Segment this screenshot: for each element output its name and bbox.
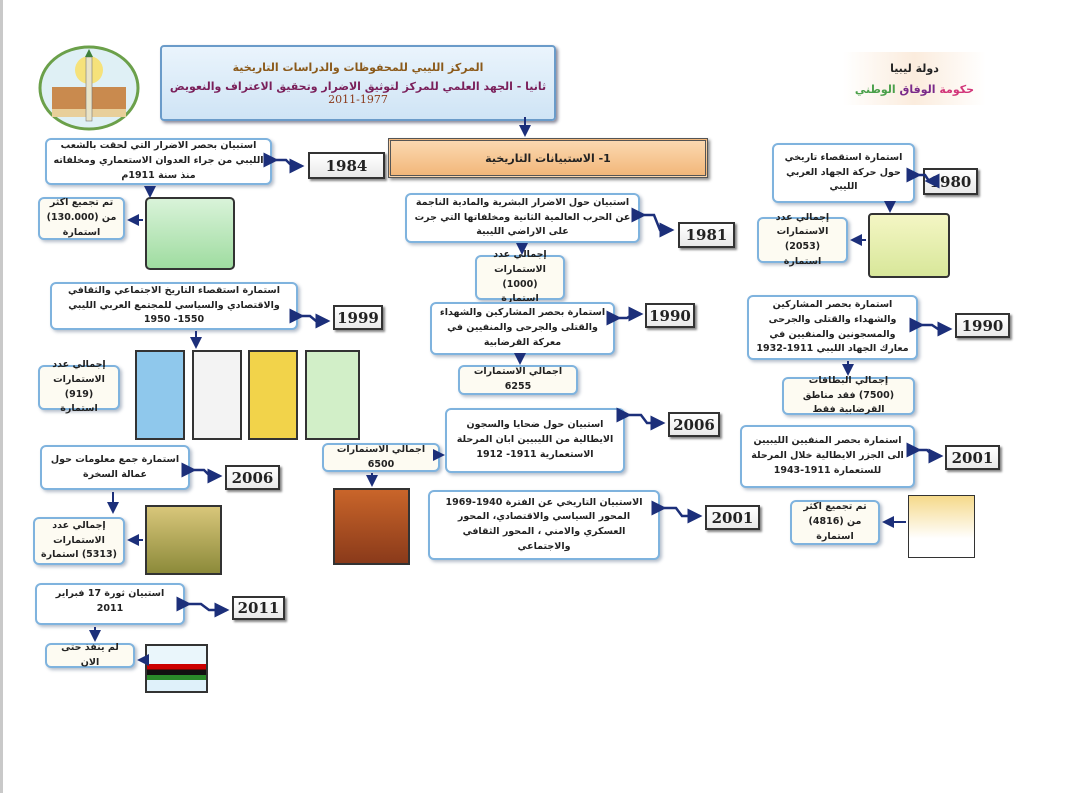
center-logo bbox=[38, 45, 140, 131]
link-2006-left bbox=[181, 462, 223, 484]
year-2011: 2011 bbox=[232, 596, 285, 620]
count-1999: إجمالي عدد الاستمارات (919) استمارة bbox=[38, 359, 120, 414]
section-title: 1- الاستبيانات التاريخية bbox=[388, 138, 708, 178]
year-1984: 1984 bbox=[308, 152, 385, 179]
form-image-exiles bbox=[908, 495, 975, 558]
gov-word-3: الوطني bbox=[854, 82, 896, 96]
year-1990-middle: 1990 bbox=[645, 303, 695, 328]
survey-1981: استبيان حول الاضرار البشرية والمادية الن… bbox=[405, 193, 640, 243]
status-2011: لم ينفذ حتى الان bbox=[45, 642, 135, 668]
title-line-2: ثانيا - الجهد العلمي للمركز لتوثيق الاضر… bbox=[162, 80, 554, 106]
form-image-green bbox=[305, 350, 360, 440]
count-1981: إجمالي عدد الاستمارات (1000) استمارة bbox=[475, 249, 565, 304]
survey-1990-middle: استمارة بحصر المشاركين والشهداء والقتلى … bbox=[430, 302, 615, 355]
count-2006-middle: اجمالي الاستمارات 6500 bbox=[322, 443, 440, 472]
count-1990-right: إجمالي البطاقات (7500) فقد مناطق القرضاب… bbox=[782, 375, 915, 415]
survey-1980: استمارة استقصاء تاريخي حول حركة الجهاد ا… bbox=[772, 143, 915, 203]
gov-word-1: حكومة bbox=[939, 82, 975, 96]
gov-word-2: الوفاق bbox=[899, 82, 936, 96]
link-2001-middle bbox=[651, 500, 703, 524]
cover-image-flag bbox=[145, 644, 208, 693]
form-image-1980 bbox=[868, 213, 950, 278]
link-1984 bbox=[263, 152, 305, 174]
cover-image-forced-labor bbox=[145, 505, 222, 575]
gov-line-2: حكومة الوفاق الوطني bbox=[843, 83, 986, 96]
survey-1990-right: استمارة بحصر المشاركين والشهداء والقتلى … bbox=[747, 295, 918, 360]
year-1980: 1980 bbox=[923, 168, 978, 195]
survey-2006-middle: استبيان حول ضحايا والسجون الايطالية من ا… bbox=[445, 408, 625, 473]
link-2006-middle bbox=[616, 407, 666, 431]
year-1999: 1999 bbox=[333, 305, 383, 330]
survey-2001-middle: الاستبيان التاريخي عن الفترة 1940-1969 ا… bbox=[428, 490, 660, 560]
count-2006-left: إجمالي عدد الاستمارات (5313) استمارة bbox=[33, 517, 125, 565]
count-1990-middle: اجمالي الاستمارات 6255 bbox=[458, 365, 578, 395]
year-2001-right: 2001 bbox=[945, 445, 1000, 470]
survey-1984: استبيان بحصر الاضرار التي لحقت بالشعب ال… bbox=[45, 138, 272, 185]
count-2001-right: تم تجميع اكثر من (4816) استمارة bbox=[790, 500, 880, 545]
gov-line-1: دولة ليبيا bbox=[890, 61, 939, 75]
link-1981 bbox=[631, 207, 675, 238]
form-image-white bbox=[192, 350, 242, 440]
title-line-1: المركز الليبي للمحفوظات والدراسات التاري… bbox=[232, 60, 484, 74]
year-2006-left: 2006 bbox=[225, 465, 280, 490]
year-1990-right: 1990 bbox=[955, 313, 1010, 338]
title-years: 1977-2011 bbox=[328, 92, 388, 106]
title-line-2-text: ثانيا - الجهد العلمي للمركز لتوثيق الاضر… bbox=[169, 79, 547, 93]
link-1990-right bbox=[909, 317, 953, 337]
page-edge bbox=[0, 0, 3, 793]
title-banner: المركز الليبي للمحفوظات والدراسات التاري… bbox=[160, 45, 556, 121]
year-1981: 1981 bbox=[678, 222, 735, 248]
cover-image-prisons bbox=[333, 488, 410, 565]
form-image-blue bbox=[135, 350, 185, 440]
count-1984: تم تجميع اكثر من (130.000) استمارة bbox=[38, 197, 125, 240]
survey-1999: استمارة استقصاء التاريخ الاجتماعي والثقا… bbox=[50, 282, 298, 330]
survey-2001-right: استمارة بحصر المنفيين الليبيين الى الجزر… bbox=[740, 425, 915, 488]
link-2001-right bbox=[906, 442, 944, 464]
link-1999 bbox=[289, 308, 331, 329]
link-2011 bbox=[176, 596, 230, 618]
form-image-yellow bbox=[248, 350, 298, 440]
year-2001-middle: 2001 bbox=[705, 505, 760, 530]
survey-2006-left: استمارة جمع معلومات حول عمالة السخرة bbox=[40, 445, 190, 490]
year-2006-middle: 2006 bbox=[668, 412, 720, 437]
government-label: دولة ليبيا حكومة الوفاق الوطني bbox=[843, 52, 986, 105]
survey-2011: استبيان ثورة 17 فبراير 2011 bbox=[35, 583, 185, 625]
count-1980: إجمالي عدد الاستمارات (2053) استمارة bbox=[757, 212, 848, 267]
form-image-1984 bbox=[145, 197, 235, 270]
link-1990-middle bbox=[606, 306, 644, 326]
